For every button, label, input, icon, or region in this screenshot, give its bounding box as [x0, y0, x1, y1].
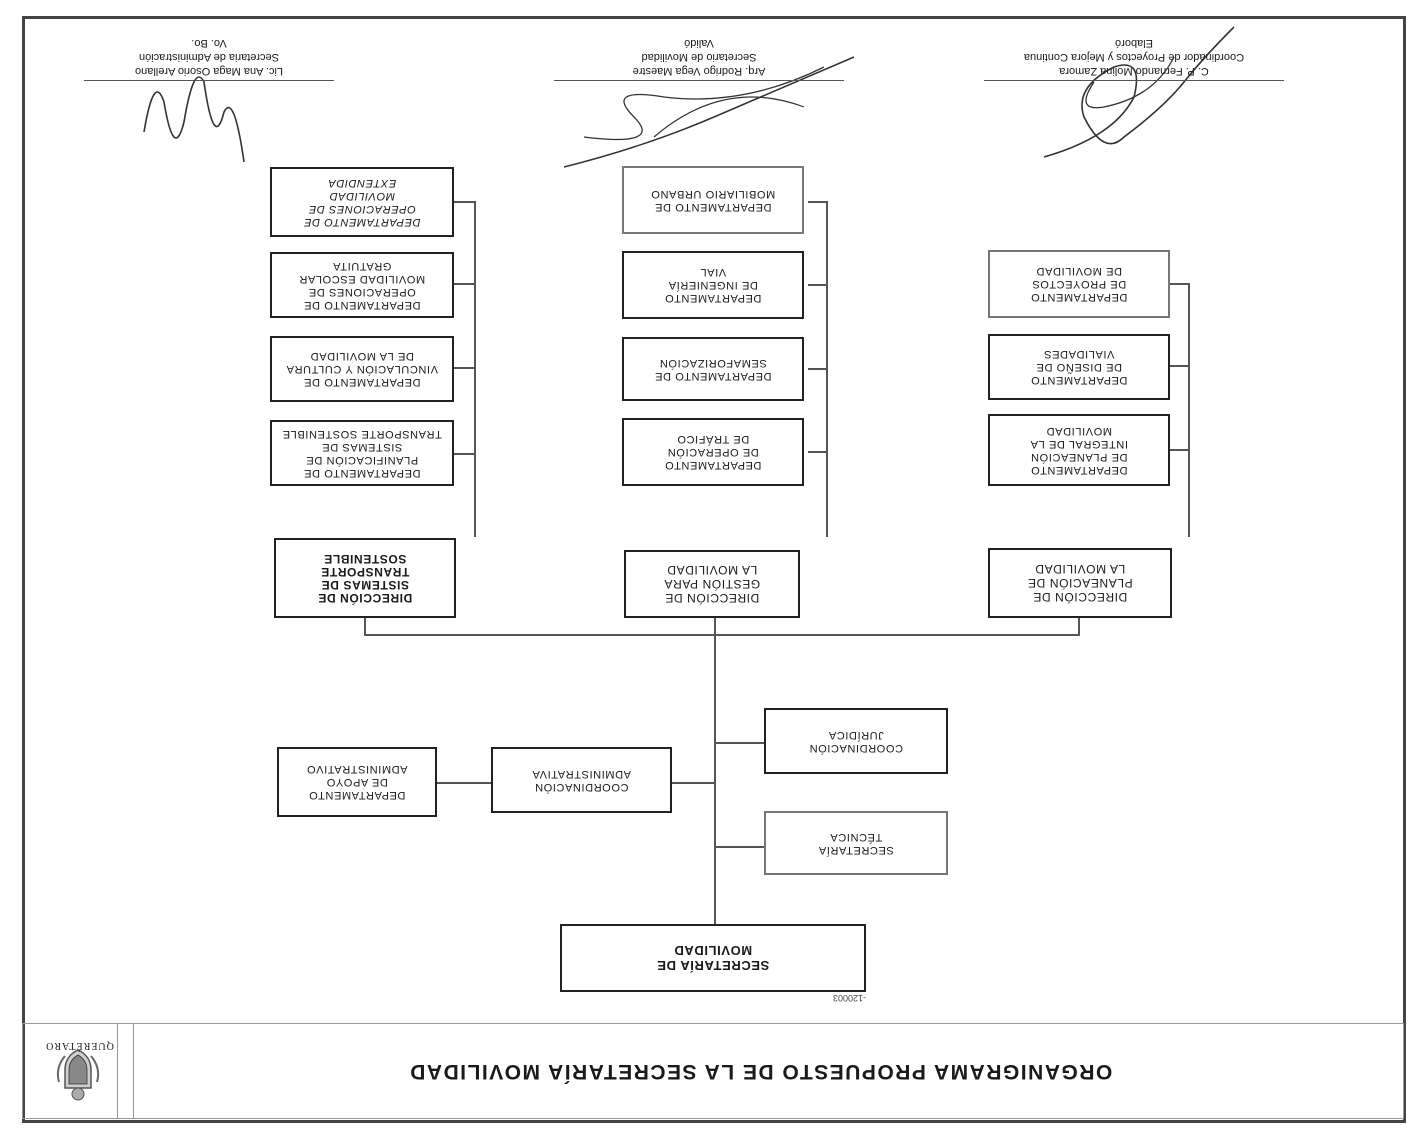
coordinacion-juridica-box: COORDINACIÓN JURÍDICA: [764, 708, 948, 774]
signer-action: Elaboró: [1115, 37, 1153, 49]
depto-ingenieria-vial-box: DEPARTAMENTO DE INGENIERÍA VIAL: [622, 251, 804, 319]
trunk-line: [714, 635, 716, 925]
depto-semaforizacion-box: DEPARTAMENTO DE SEMAFORIZACIÓN: [622, 337, 804, 401]
signer-role: Secretaria de Administración: [139, 51, 280, 63]
depto-movilidad-extendida-box: DEPARTAMENTO DE OPERACIONES DE MOVILIDAD…: [270, 167, 454, 237]
signer-name: Lic. Ana Maga Osorio Arellano: [135, 65, 283, 77]
secretaria-movilidad-box: SECRETARÍA DE MOVILIDAD: [560, 924, 866, 992]
chart-title: ORGANIGRAMA PROPUESTO DE LA SECRETARÍA M…: [408, 1060, 1113, 1083]
direccion-planeacion-movilidad-box: DIRECCIÓN DE PLANEACIÓN DE LA MOVILIDAD: [988, 548, 1172, 618]
depto-planificacion-transporte-box: DEPARTAMENTO DE PLANIFICACIÓN DE SISTEMA…: [270, 420, 454, 486]
depto-proyectos-movilidad-box: DEPARTAMENTO DE PROYECTOS DE MOVILIDAD: [988, 250, 1170, 318]
secretaria-tecnica-box: SECRETARÍA TÉCNICA: [764, 811, 948, 875]
direccion-gestion-movilidad-box: DIRECCIÓN DE GESTIÓN PARA LA MOVILIDAD: [624, 550, 800, 618]
signer-name: C. P. Fernando Molina Zamora: [1059, 65, 1209, 77]
coordinacion-administrativa-box: COORDINACIÓN ADMINISTRATIVA: [491, 747, 672, 813]
title-bar: ORGANIGRAMA PROPUESTO DE LA SECRETARÍA M…: [117, 1023, 1404, 1119]
signer-action: Vo. Bo.: [191, 37, 227, 49]
branch-line: [364, 634, 1080, 636]
depto-vinculacion-cultura-box: DEPARTAMENTO DE VINCULACIÓN Y CULTURA DE…: [270, 336, 454, 402]
signer-action: Validó: [684, 37, 714, 49]
depto-planeacion-integral-box: DEPARTAMENTO DE PLANEACIÓN INTEGRAL DE L…: [988, 414, 1170, 486]
coat-of-arms-icon: [56, 1049, 100, 1101]
signer-role: Secretario de Movilidad: [641, 51, 757, 63]
depto-operacion-trafico-box: DEPARTAMENTO DE OPERACIÓN DE TRÁFICO: [622, 418, 804, 486]
direccion-sistemas-transporte-box: DIRECCIÓN DE SISTEMAS DE TRANSPORTE SOST…: [274, 538, 456, 618]
signature-scribble: [1043, 26, 1235, 158]
signer-name: Arq. Rodrigo Vega Maestre: [632, 65, 766, 77]
departamento-apoyo-administrativo-box: DEPARTAMENTO DE APOYO ADMINISTRATIVO: [277, 747, 437, 817]
logo-label: QUERÉTARO: [45, 1040, 114, 1051]
depto-movilidad-escolar-box: DEPARTAMENTO DE OPERACIONES DE MOVILIDAD…: [270, 252, 454, 318]
depto-diseno-vialidades-box: DEPARTAMENTO DE DISEÑO DE VIALIDADES: [988, 334, 1170, 400]
document-code: -120003: [832, 993, 866, 1003]
signer-role: Coordinador de Proyectos y Mejora Contin…: [1023, 51, 1245, 63]
signature-scribble: [563, 56, 855, 168]
logo-box: [22, 1023, 134, 1119]
